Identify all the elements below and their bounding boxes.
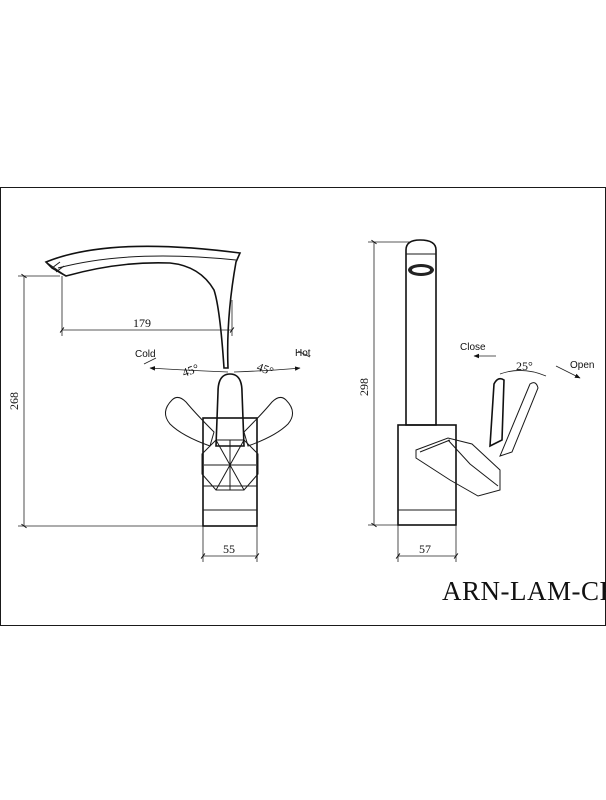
side-view: Close Open 25° 298 57 — [357, 239, 594, 562]
front-lever-hot-position — [243, 396, 293, 447]
side-cartridge — [415, 437, 501, 497]
side-angle-arc — [499, 370, 547, 377]
front-aerator — [45, 261, 67, 277]
front-body — [202, 417, 258, 527]
label-close: Close — [460, 342, 486, 353]
front-rotation-arc-left — [149, 366, 229, 373]
angle-side: 25° — [516, 359, 533, 373]
front-spout — [44, 245, 242, 369]
dim-spout-reach: 179 — [133, 316, 151, 330]
label-open: Open — [570, 360, 594, 371]
angle-right: 45° — [255, 360, 276, 379]
side-lever-open — [499, 382, 539, 457]
front-view: Cold Hot 45° 45° 179 268 55 — [7, 245, 311, 562]
drawing-frame — [0, 187, 606, 626]
side-body — [397, 424, 457, 526]
side-lever-closed — [489, 377, 505, 448]
dim-front-height: 268 — [7, 392, 21, 410]
front-lever — [215, 373, 245, 447]
dim-side-height: 298 — [357, 378, 371, 396]
angle-left: 45° — [180, 361, 201, 380]
label-cold: Cold — [135, 349, 156, 360]
front-lever-cold-position — [165, 396, 215, 447]
dim-front-base: 55 — [223, 542, 235, 556]
side-spout — [405, 239, 437, 426]
dim-side-base: 57 — [419, 542, 431, 556]
front-rotation-arc-right — [233, 366, 301, 373]
model-code: ARN-LAM-CRM — [442, 576, 606, 606]
